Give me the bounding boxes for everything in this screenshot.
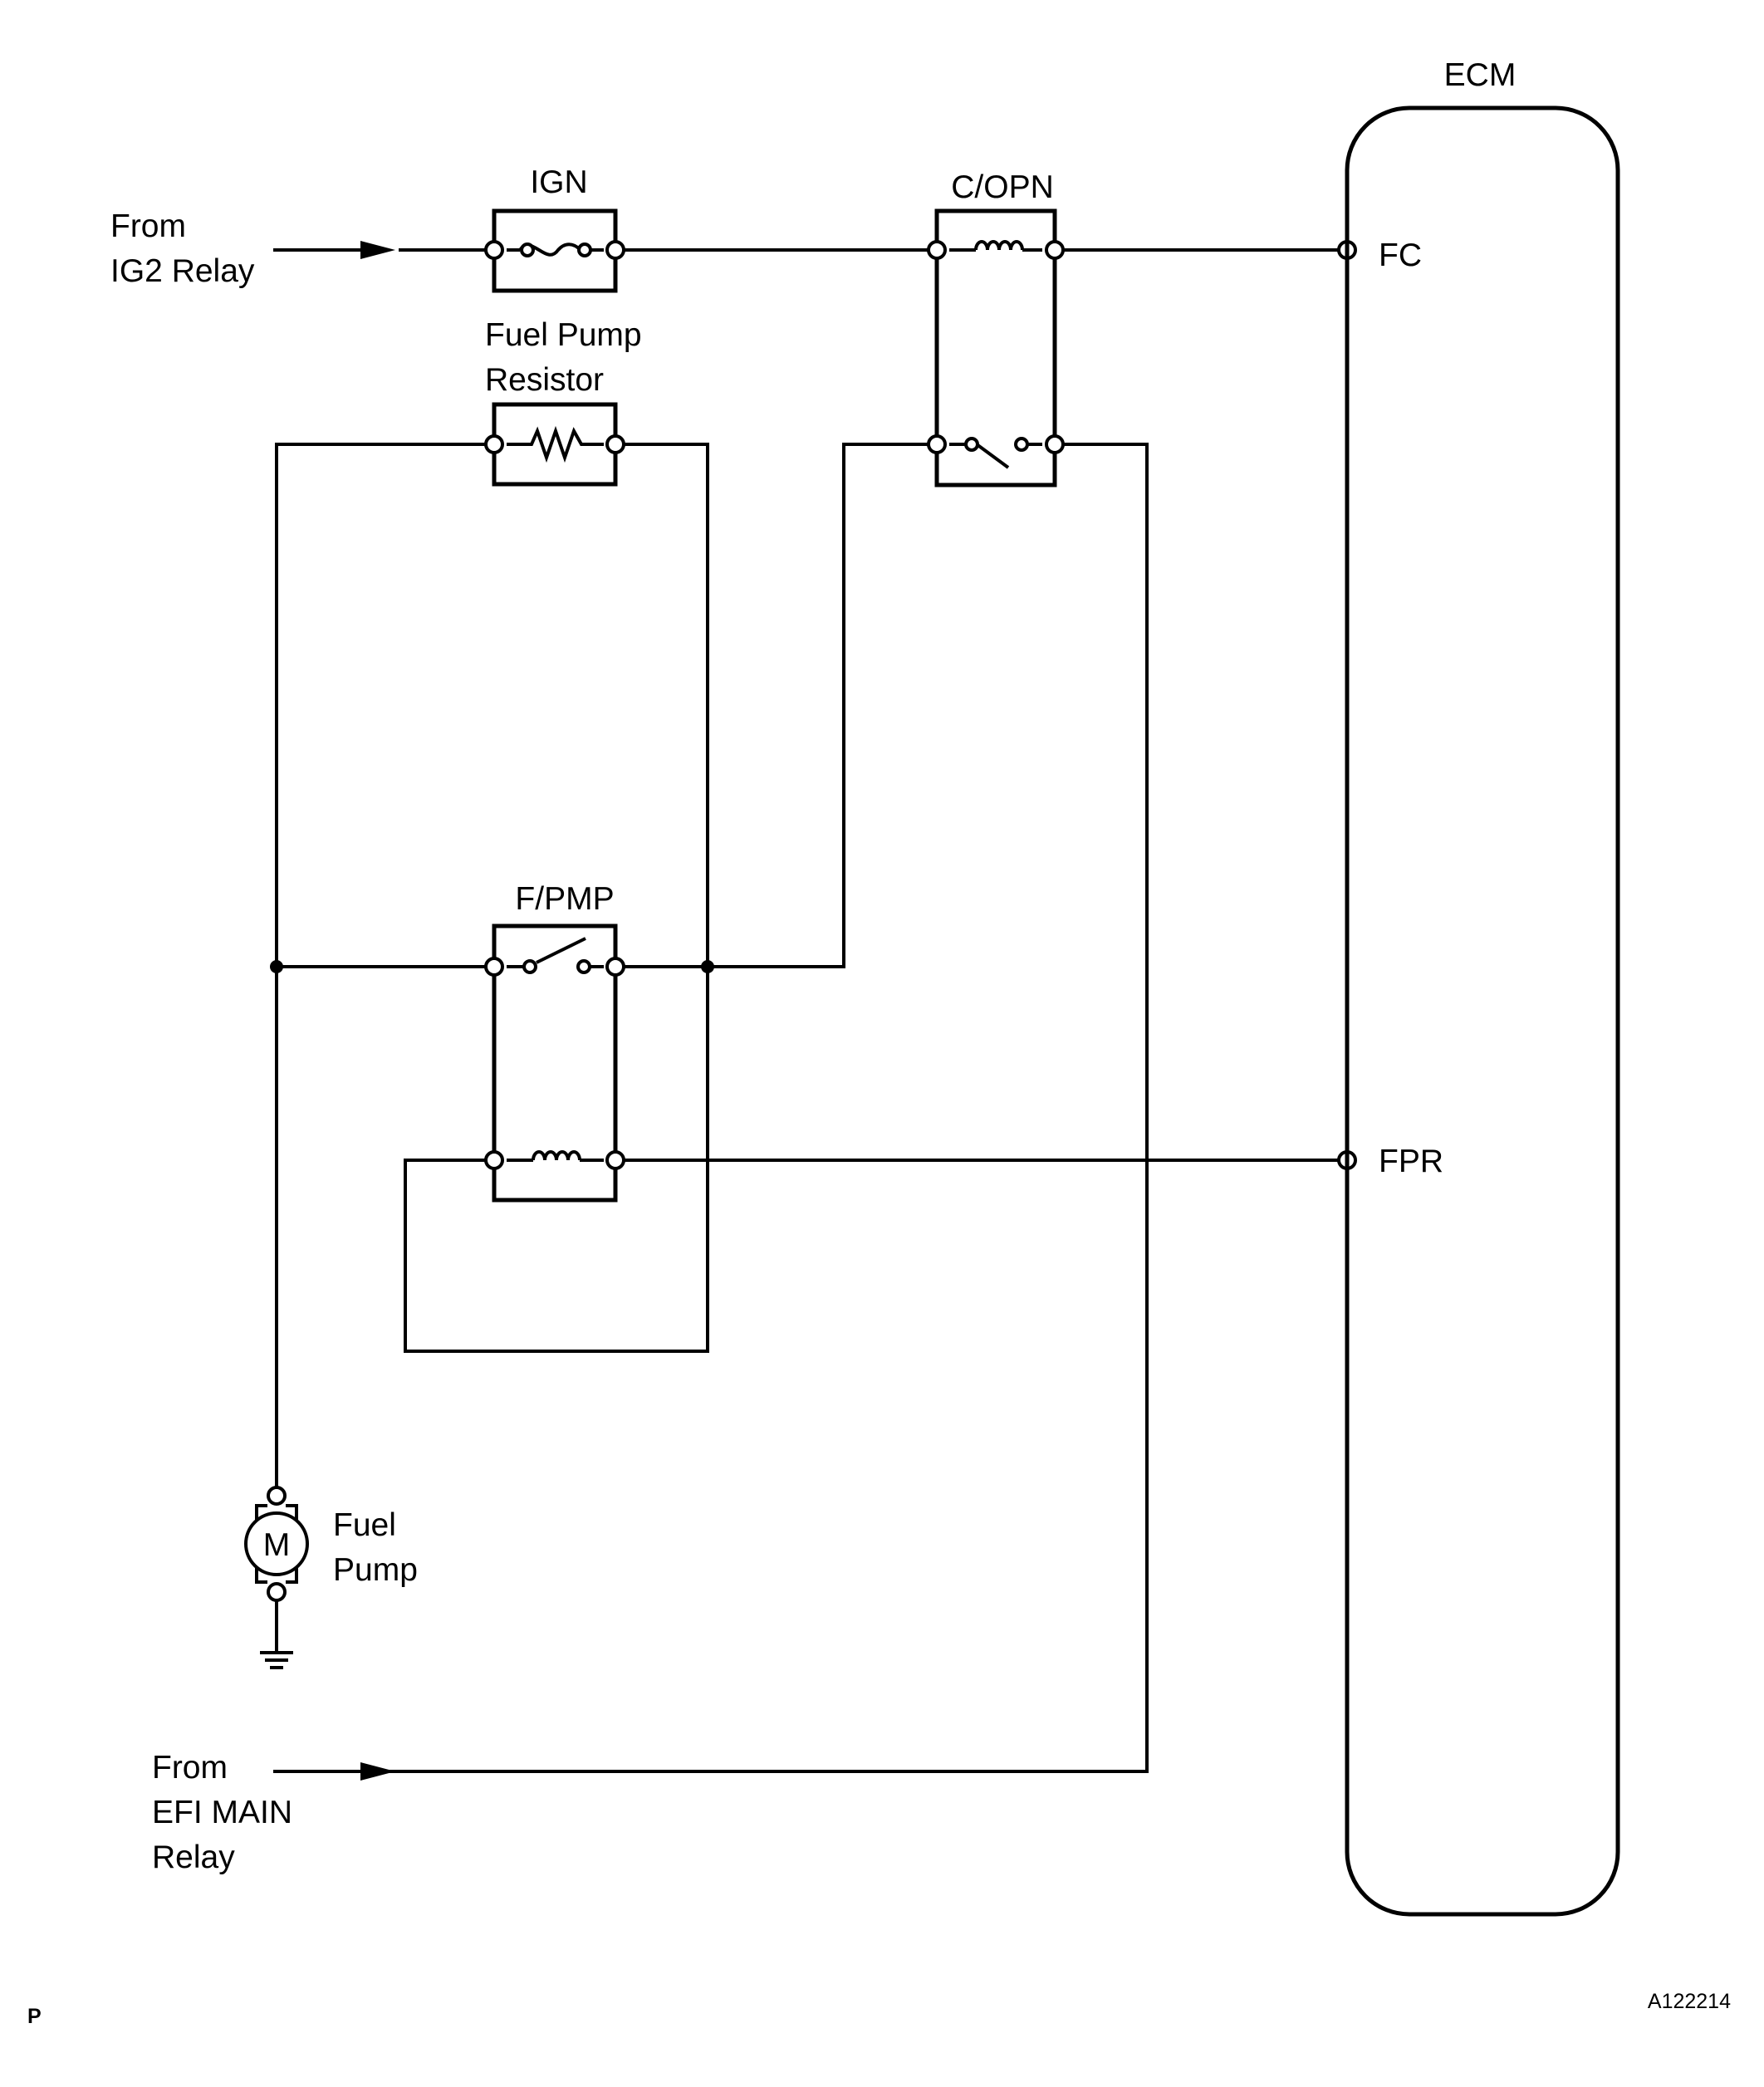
fpmp-relay-box <box>492 923 618 1203</box>
fuel-pump-label: Fuel <box>333 1507 396 1543</box>
pump-terminal-top <box>267 1486 287 1506</box>
copn-coil-terminal-right <box>1045 240 1065 260</box>
wire-resistor-right <box>404 443 709 1353</box>
motor-symbol-label: M <box>263 1527 291 1563</box>
resistor-label: Resistor <box>485 362 604 398</box>
ground-icon <box>260 1651 293 1669</box>
ign-fuse-dot-left <box>520 243 535 257</box>
coil-icon <box>949 240 1042 252</box>
copn-coil-terminal-left <box>927 240 947 260</box>
terminal-label-fpr: FPR <box>1379 1144 1443 1179</box>
copn-switch-contact-a <box>964 437 979 452</box>
copn-relay <box>934 208 1057 487</box>
fpmp-switch-terminal-left <box>484 957 504 977</box>
fpmp-switch-icon <box>507 937 604 968</box>
fpmp-switch-contact-b <box>576 959 591 974</box>
fpmp-switch-contact-a <box>522 959 537 974</box>
ign-terminal-out <box>605 240 625 260</box>
fpmp-coil-terminal-left <box>484 1150 504 1170</box>
copn-relay-label: C/OPN <box>951 169 1054 205</box>
ecm-label: ECM <box>1444 57 1517 93</box>
ecm-box <box>1345 105 1620 1917</box>
fpmp-coil-terminal-right <box>605 1150 625 1170</box>
wire-left-bus <box>275 443 494 1488</box>
terminals <box>267 240 1357 1602</box>
efi-source-label: EFI MAIN <box>152 1795 292 1830</box>
resistor-terminal-right <box>605 434 625 454</box>
copn-switch-contact-b <box>1014 437 1029 452</box>
copn-relay-box <box>934 208 1057 487</box>
fuel-pump-motor <box>244 1504 309 1584</box>
wire-fpmp-switch-right <box>615 443 937 968</box>
resistor-label: Fuel Pump <box>485 317 642 353</box>
fpmp-relay-label: F/PMP <box>515 881 614 917</box>
ig2-source-label: From <box>110 208 186 244</box>
copn-switch-terminal-right <box>1045 434 1065 454</box>
efi-source-label: From <box>152 1750 228 1786</box>
fuel-pump-label: Pump <box>333 1552 418 1588</box>
fpmp-relay <box>492 923 618 1203</box>
ign-terminal-in <box>484 240 504 260</box>
wires <box>273 248 1347 1773</box>
motor-icon <box>244 1511 309 1576</box>
resistor-icon <box>507 425 604 463</box>
ign-fuse-dot-right <box>577 243 592 257</box>
fpmp-switch-terminal-right <box>605 957 625 977</box>
copn-switch-terminal-left <box>927 434 947 454</box>
efi-source-label: Relay <box>152 1840 235 1875</box>
copn-switch-icon <box>949 443 1042 469</box>
coil-icon <box>507 1150 604 1162</box>
resistor-terminal-left <box>484 434 504 454</box>
ig2-source-label: IG2 Relay <box>110 253 255 289</box>
pump-terminal-bottom <box>267 1582 287 1602</box>
junction-dot <box>270 960 283 973</box>
footer-code: P <box>27 2005 42 2028</box>
arrow-ig2-icon <box>360 241 395 259</box>
wire-copn-switch-to-efi <box>273 443 1149 1773</box>
terminal-label-fc: FC <box>1379 238 1422 273</box>
ign-fuse-label: IGN <box>530 164 587 200</box>
junction-dot <box>701 960 714 973</box>
figure-id: A122214 <box>1648 1990 1731 2013</box>
arrow-efi-icon <box>360 1762 395 1781</box>
